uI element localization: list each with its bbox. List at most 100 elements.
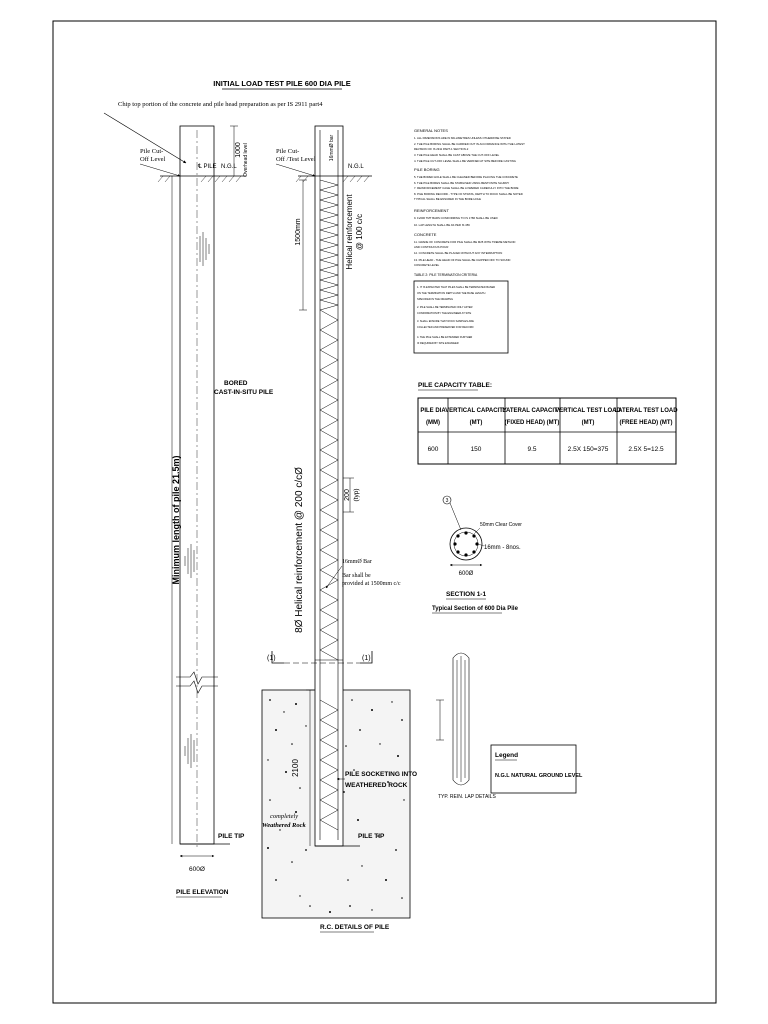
note-line: AND CONTINUOUS POUR bbox=[414, 245, 448, 249]
note-line: TYPICAL SHALL BE ENSURED IN THE BORE HOL… bbox=[414, 197, 481, 201]
dim-1000: 1000 bbox=[235, 142, 242, 158]
table-cell: 150 bbox=[471, 446, 482, 453]
pile-centre-label: ℄ PILE bbox=[197, 164, 217, 170]
reinf-heading: REINFORCEMENT bbox=[414, 208, 449, 213]
socketing-label-1: PILE SOCKETING INTO bbox=[345, 771, 417, 778]
bored-label-2: CAST-IN-SITU PILE bbox=[214, 389, 274, 396]
bar-label-1: 16mmØ Bar bbox=[342, 559, 372, 565]
note-line: 12. CONCRETE SHALL BE PLACED WITHOUT ANY… bbox=[414, 251, 502, 255]
header-vertical-unit: (MT) bbox=[470, 420, 483, 426]
header-lateral: LATERAL CAPACITY bbox=[502, 408, 561, 414]
section-mark-right: (1) bbox=[362, 655, 371, 662]
box-line: SPECIFIED IN THE DRAWING bbox=[417, 297, 453, 301]
cutoff-label-1: Pile Cut- bbox=[140, 148, 163, 155]
rc-pile-tip-label: PILE TIP bbox=[358, 833, 385, 840]
chip-note: Chip top portion of the concrete and pil… bbox=[118, 101, 323, 108]
section-dia: 600Ø bbox=[459, 571, 474, 577]
rock-label-2: Weathered Rock bbox=[262, 822, 306, 829]
note-line: 1. ALL DIMENSIONS ARE IN MILLIMETRES UNL… bbox=[414, 136, 511, 140]
ngl-label: N.G.L bbox=[221, 164, 237, 170]
header-vertical: VERTICAL CAPACITY bbox=[445, 408, 507, 414]
boring-heading: PILE BORING bbox=[414, 167, 440, 172]
rc-details: Pile Cut- Off /Test Level N.G.L 16mmØ ba… bbox=[261, 125, 417, 933]
legend-box bbox=[490, 744, 577, 794]
helical-top-label-1: Helical reinforcement bbox=[345, 194, 354, 270]
note-line: 5. THE BORED HOLE SHALL BE CLEANED BEFOR… bbox=[414, 175, 518, 179]
termination-box bbox=[413, 280, 509, 354]
note-line: 6. THE PILE BORES SHALL BE STABILISED US… bbox=[414, 181, 509, 185]
helical-main-label: 8Ø Helical reinforcement @ 200 c/cØ bbox=[294, 467, 305, 633]
title-text: INITIAL LOAD TEST PILE 600 DIA PILE bbox=[213, 79, 351, 88]
box-line: IF REQUIRED BY SITE ENGINEER bbox=[417, 341, 459, 345]
capacity-table: PILE CAPACITY TABLE: PILE DIA (MM) VERTI… bbox=[417, 382, 678, 465]
header-lateral-test: LATERAL TEST LOAD bbox=[614, 408, 678, 414]
box-line: 3. SHALL ENSURE THAT ROCK SAMPLES ARE bbox=[417, 319, 474, 323]
general-notes: GENERAL NOTES 1. ALL DIMENSIONS ARE IN M… bbox=[413, 128, 525, 354]
rc-pile-outline bbox=[314, 125, 344, 847]
helical-socket bbox=[319, 699, 339, 831]
top-bar-label: 16mmØ bar bbox=[329, 134, 335, 161]
legend-title: Legend bbox=[495, 752, 518, 759]
cover-label: 50mm Clear Cover bbox=[480, 522, 522, 528]
dim-1500: 1500mm bbox=[295, 218, 302, 245]
rc-cutoff-label-1: Pile Cut- bbox=[276, 148, 299, 155]
table-cell: 2.5X 150=375 bbox=[568, 446, 609, 453]
helical-main bbox=[319, 309, 339, 661]
section-1-1: 3 50mm Clear Cover 16mm - 8nos. 600Ø SEC… bbox=[432, 495, 522, 614]
header-vertical-test: VERTICAL TEST LOAD bbox=[555, 408, 621, 414]
note-line: 7. REINFORCEMENT CAGE SHALL BE LOWERED C… bbox=[414, 186, 519, 190]
header-pile-dia: PILE DIA bbox=[420, 408, 446, 414]
header-pile-dia-unit: (MM) bbox=[426, 420, 440, 426]
note-line: CONCRETE LEVEL bbox=[414, 263, 440, 267]
chip-leader bbox=[103, 112, 187, 164]
section-subtitle: Typical Section of 600 Dia Pile bbox=[432, 606, 519, 612]
rock-label-1: completely bbox=[270, 813, 298, 820]
box-line: COLLECTED AND PRESERVED FOR RECORD bbox=[417, 325, 474, 329]
section-mark-left: (1) bbox=[267, 655, 276, 662]
section-title: SECTION 1-1 bbox=[446, 591, 486, 598]
bar-label-3: provided at 1500mm c/c bbox=[342, 581, 401, 587]
rc-cutoff-label-2: Off /Test Level bbox=[276, 156, 316, 163]
pile-tip-label: PILE TIP bbox=[218, 833, 245, 840]
helical-top-label-2: @ 100 c/c bbox=[355, 214, 364, 250]
note-line: 3. THE PILE HEAD SHALL BE CAST ABOVE THE… bbox=[414, 153, 500, 157]
socketing-label-2: WEATHERED ROCK bbox=[345, 782, 408, 789]
dia-label: 600Ø bbox=[189, 866, 205, 873]
lap-detail: TYP. REIN. LAP DETAILS bbox=[436, 652, 496, 800]
legend-item: N.G.L NATURAL GROUND LEVEL bbox=[495, 773, 583, 779]
helical-top bbox=[319, 179, 339, 311]
pile-elevation: Pile Cut- Off Level ℄ PILE N.G.L 1000 Ov… bbox=[139, 125, 274, 898]
box-line: ON THE TERMINATION DEPTH AND THE BASE LE… bbox=[417, 291, 486, 295]
capacity-table-title: PILE CAPACITY TABLE: bbox=[418, 382, 492, 389]
section-mark: 3 bbox=[446, 498, 449, 504]
termination-heading: TABLE 2: PILE TERMINATION CRITERIA bbox=[414, 273, 478, 277]
section-circle bbox=[449, 527, 483, 561]
drawing-title: INITIAL LOAD TEST PILE 600 DIA PILE bbox=[213, 79, 351, 90]
note-line: 8. PILE BORING RECORD - TYPE OF STRATA, … bbox=[414, 192, 523, 196]
box-line: 1. IT IS EXPECTED THAT PILES SHALL BE TE… bbox=[417, 285, 495, 289]
header-vertical-test-unit: (MT) bbox=[582, 420, 595, 426]
cutoff-label-2: Off Level bbox=[140, 156, 166, 163]
header-lateral-unit: (FIXED HEAD) (MT) bbox=[505, 420, 560, 426]
box-line: 4. THE PILE SHALL BE EXTENDED FURTHER bbox=[417, 335, 472, 339]
bars-label: 16mm - 8nos. bbox=[484, 545, 521, 551]
lap-caption: TYP. REIN. LAP DETAILS bbox=[438, 794, 496, 800]
box-line: 2. PILE SHALL BE TERMINATED ONLY AFTER bbox=[417, 305, 473, 309]
dim-200: 200 bbox=[344, 489, 351, 501]
dim-2100: 2100 bbox=[291, 759, 300, 777]
section-bars bbox=[453, 531, 479, 557]
note-line: 2. THE PILE BORING SHALL BE CARRIED OUT … bbox=[414, 142, 525, 146]
pile-elevation-caption: PILE ELEVATION bbox=[176, 889, 229, 896]
rc-ngl-label: N.G.L bbox=[348, 164, 364, 170]
rock-speckle bbox=[267, 699, 405, 913]
legend: Legend N.G.L NATURAL GROUND LEVEL bbox=[490, 744, 583, 794]
typ-label: (typ) bbox=[353, 489, 360, 502]
header-lateral-test-unit: (FREE HEAD) (MT) bbox=[620, 420, 673, 426]
note-line: 9. Fe500 TMT BARS CONFORMING TO IS 1786 … bbox=[414, 216, 498, 220]
box-line: CONFIRMATION BY THE ENGINEER AT SITE bbox=[417, 311, 472, 315]
bored-label-1: BORED bbox=[224, 380, 248, 387]
concrete-heading: CONCRETE bbox=[414, 232, 437, 237]
note-line: 10. LAP LENGTH SHALL BE AS PER IS 456 bbox=[414, 223, 470, 227]
rc-caption: R.C. DETAILS OF PILE bbox=[320, 924, 390, 931]
